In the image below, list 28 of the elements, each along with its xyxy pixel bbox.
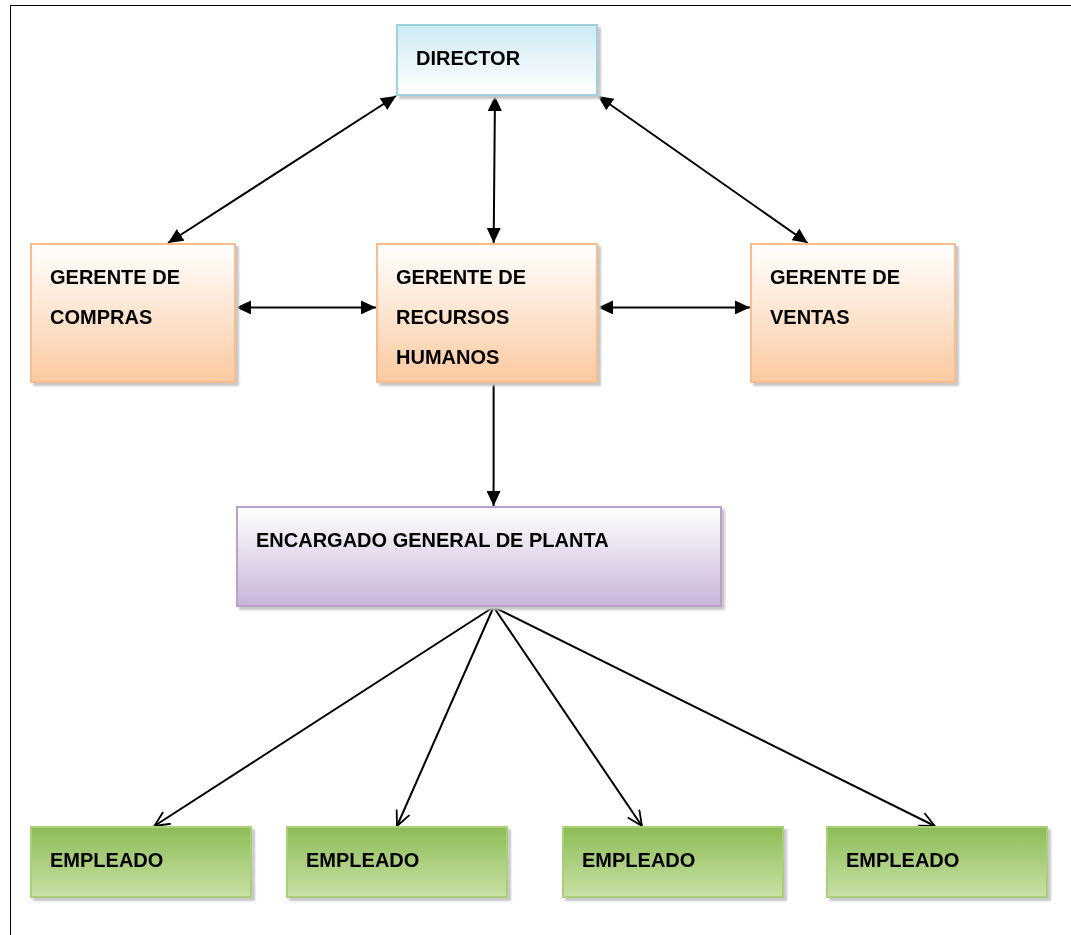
node-label: GERENTE DE VENTAS [770,265,902,330]
arrow [486,382,501,507]
manager-box [376,243,598,383]
node-label: EMPLEADO [846,848,961,873]
node-label: EMPLEADO [306,848,421,873]
arrow [153,606,495,827]
supervisor-box [236,506,722,607]
arrow [492,606,936,827]
node-label: EMPLEADO [582,848,697,873]
node-label: GERENTE DE RECURSOS HUMANOS [396,265,528,370]
arrow [395,606,495,827]
manager-box [30,243,236,383]
manager-box [750,243,956,383]
employee-box [286,826,508,898]
arrow [235,300,377,315]
arrow [597,300,751,315]
employee-box [30,826,252,898]
node-label: ENCARGADO GENERAL DE PLANTA [256,528,610,553]
node-label: GERENTE DE COMPRAS [50,265,182,330]
arrow [597,95,809,244]
arrow [486,95,502,244]
arrow [167,95,397,244]
employee-box [826,826,1048,898]
arrow [492,606,643,827]
node-label: EMPLEADO [50,848,165,873]
director-box [396,24,598,96]
node-label: DIRECTOR [416,46,522,71]
employee-box [562,826,784,898]
